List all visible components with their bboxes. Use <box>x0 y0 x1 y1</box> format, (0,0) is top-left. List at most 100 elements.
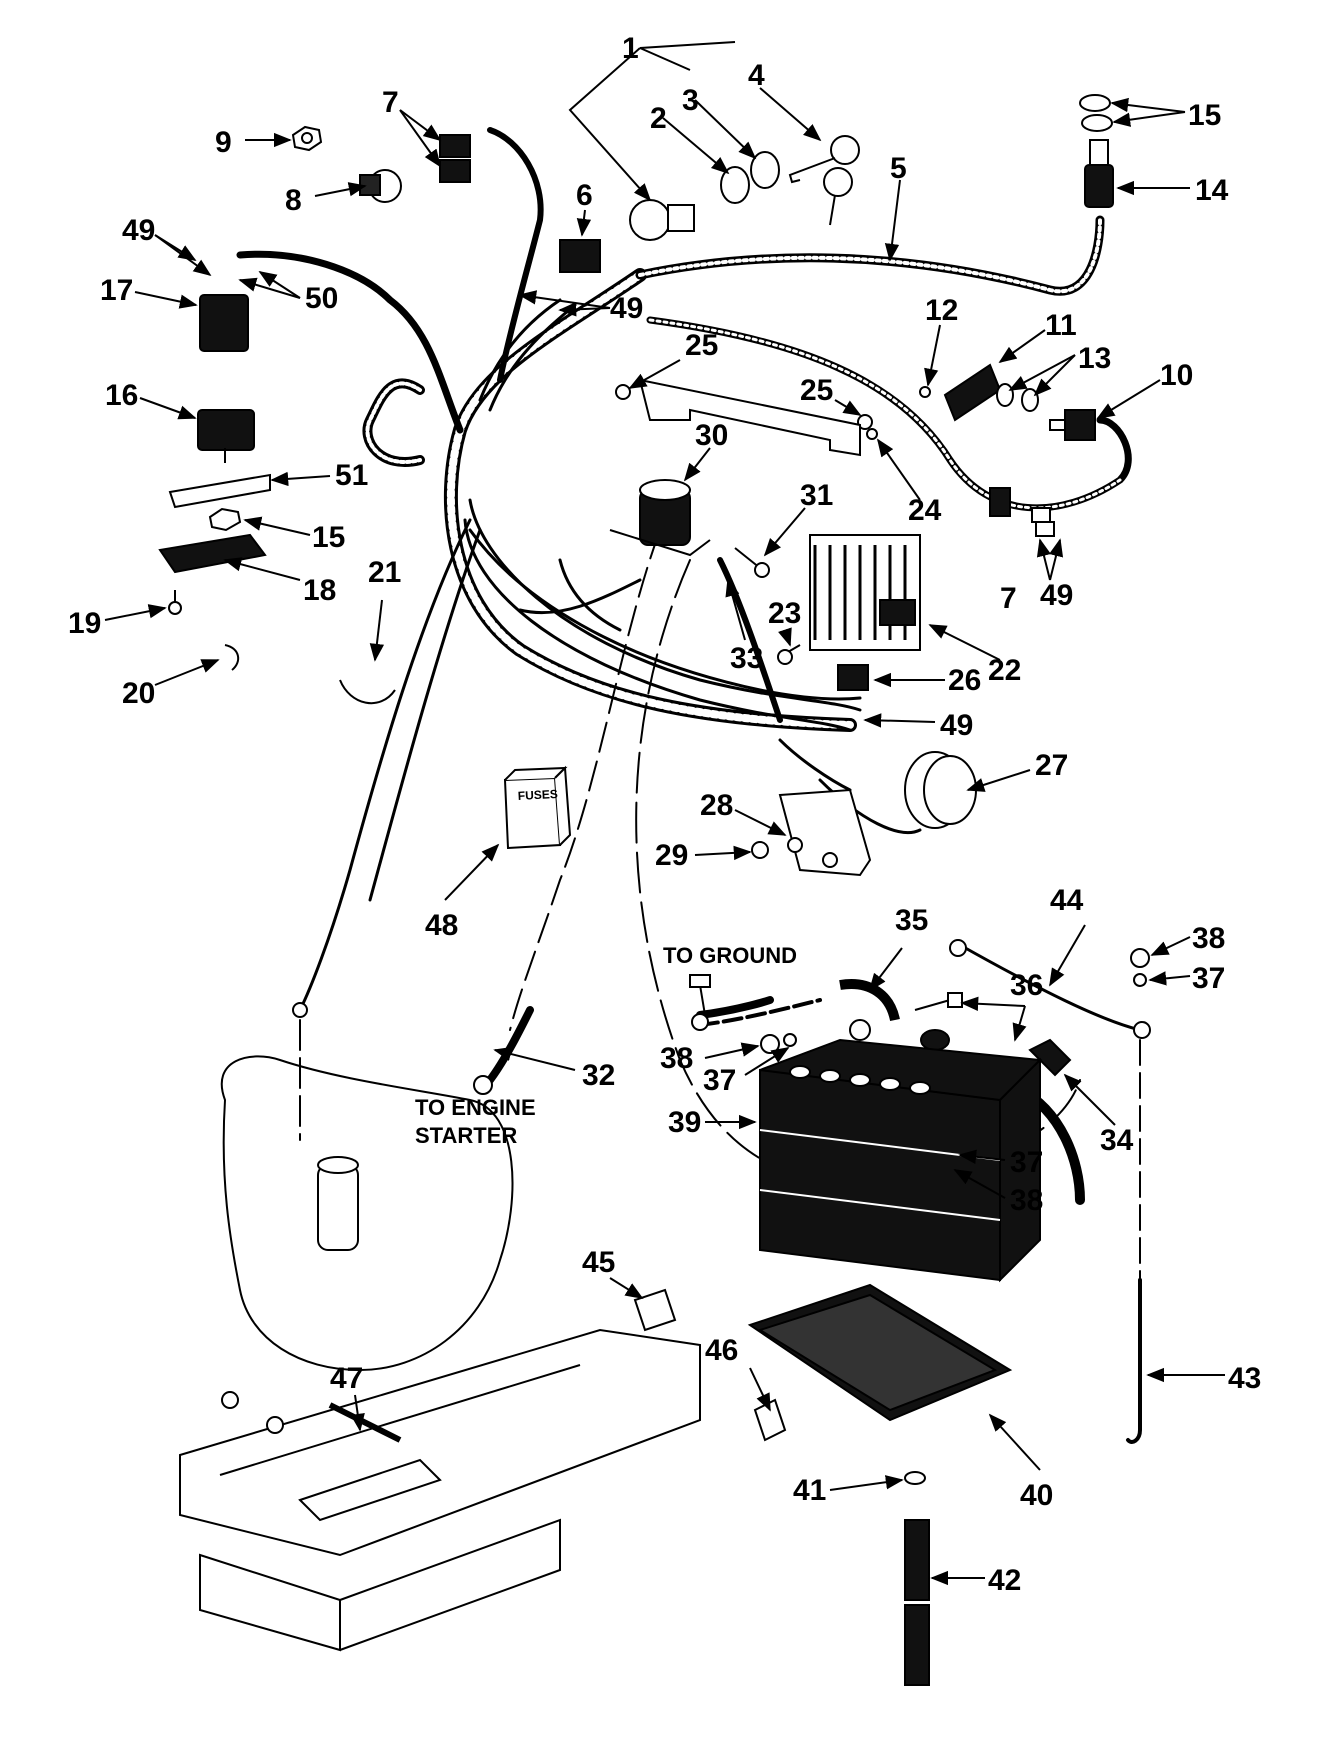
terminal <box>849 1019 871 1041</box>
engine-ring <box>292 1002 308 1018</box>
screw-12 <box>919 386 931 398</box>
callout-34: 34 <box>1100 1124 1134 1157</box>
battery-39 <box>759 1038 1043 1283</box>
ignition-switch <box>629 199 671 241</box>
battery-tray-40 <box>747 1283 1013 1422</box>
regulator-22 <box>809 534 921 651</box>
callout-2: 2 <box>650 102 667 135</box>
callout-16: 16 <box>105 379 138 412</box>
clip-46 <box>753 1398 787 1442</box>
band-21 <box>339 679 396 705</box>
callout-10: 10 <box>1160 359 1193 392</box>
nut-15 <box>208 507 242 532</box>
nut-38a <box>760 1034 780 1054</box>
washer-37c <box>1133 973 1147 987</box>
strap-18 <box>158 533 267 574</box>
bracket-51 <box>168 473 271 509</box>
callout-6: 6 <box>576 179 593 212</box>
nut-13b <box>1021 388 1039 412</box>
nut-15b <box>1081 114 1113 132</box>
callout-30: 30 <box>695 419 728 452</box>
wiring-harness <box>236 127 1142 1444</box>
callout-39: 39 <box>668 1106 701 1139</box>
callout-37-right: 37 <box>1010 1146 1043 1179</box>
boot-35 <box>839 979 900 1022</box>
callout-41: 41 <box>793 1474 826 1507</box>
nut-25a <box>615 384 631 400</box>
callout-35: 35 <box>895 904 928 937</box>
callout-3: 3 <box>682 84 699 117</box>
callout-38-left: 38 <box>660 1042 693 1075</box>
washer-24 <box>866 428 878 440</box>
callout-21: 21 <box>368 556 401 589</box>
plate-11 <box>943 363 1002 422</box>
callout-46: 46 <box>705 1334 738 1367</box>
callout-8: 8 <box>285 184 302 217</box>
callout-27: 27 <box>1035 749 1068 782</box>
callout-18: 18 <box>303 574 336 607</box>
nut-29 <box>751 841 769 859</box>
callout-labels: 1 2 3 4 5 6 7 7 8 9 10 11 12 13 14 15 15… <box>68 32 1261 1597</box>
callout-49-right: 49 <box>1040 579 1073 612</box>
leader-lines <box>104 41 1225 1586</box>
starter-ring <box>473 1075 493 1095</box>
relay-16 <box>197 409 255 451</box>
nut-15a <box>1079 94 1111 112</box>
callout-51: 51 <box>335 459 368 492</box>
callout-47: 47 <box>330 1362 363 1395</box>
note-to-engine-line1: TO ENGINE <box>415 1095 536 1120</box>
fuse-box-48 <box>503 765 572 850</box>
nut-38c <box>1130 948 1150 968</box>
callout-36: 36 <box>1010 969 1043 1002</box>
ground-bolt <box>689 974 711 988</box>
keys-4 <box>788 135 860 226</box>
callout-49-lower: 49 <box>940 709 973 742</box>
clip-26 <box>837 664 869 691</box>
callout-50: 50 <box>305 282 338 315</box>
bezel-3 <box>750 151 780 189</box>
clip-20 <box>224 644 240 671</box>
callout-32: 32 <box>582 1059 615 1092</box>
callout-37-left: 37 <box>703 1064 736 1097</box>
callout-7-right: 7 <box>1000 582 1017 615</box>
callout-24: 24 <box>908 494 942 527</box>
callout-49-middle: 49 <box>610 292 643 325</box>
nut-25b <box>857 414 873 430</box>
callout-14: 14 <box>1195 174 1229 207</box>
bolt-31 <box>754 562 770 578</box>
callout-22: 22 <box>988 654 1021 687</box>
switch-14 <box>1084 164 1114 208</box>
callout-1: 1 <box>622 32 639 65</box>
tube-42 <box>904 1519 930 1601</box>
rod-eye <box>1133 1021 1151 1039</box>
callout-9: 9 <box>215 126 232 159</box>
screw-36 <box>947 992 963 1008</box>
vent-cap <box>920 1029 950 1051</box>
callout-28: 28 <box>700 789 733 822</box>
callout-45: 45 <box>582 1246 615 1279</box>
ground-ring <box>691 1013 709 1031</box>
connector-7a <box>439 134 471 158</box>
callout-19: 19 <box>68 607 101 640</box>
screw-19 <box>168 601 182 615</box>
callout-7-top: 7 <box>382 86 399 119</box>
relay-17 <box>199 294 249 352</box>
engine-outline <box>220 1055 514 1372</box>
nut-13a <box>996 383 1014 407</box>
clip-45 <box>633 1288 677 1332</box>
callout-26: 26 <box>948 664 981 697</box>
callout-37-top: 37 <box>1192 962 1225 995</box>
callout-13: 13 <box>1078 342 1111 375</box>
callout-11: 11 <box>1045 309 1077 342</box>
callout-38-top: 38 <box>1192 922 1225 955</box>
callout-15-top: 15 <box>1188 99 1221 132</box>
bracket-28 <box>778 788 872 877</box>
callout-40: 40 <box>1020 1479 1053 1512</box>
callout-42: 42 <box>988 1564 1021 1597</box>
callout-29: 29 <box>655 839 688 872</box>
connector-7b <box>989 487 1011 517</box>
callout-5: 5 <box>890 152 907 185</box>
mounting-plate <box>638 378 861 457</box>
callout-20: 20 <box>122 677 155 710</box>
